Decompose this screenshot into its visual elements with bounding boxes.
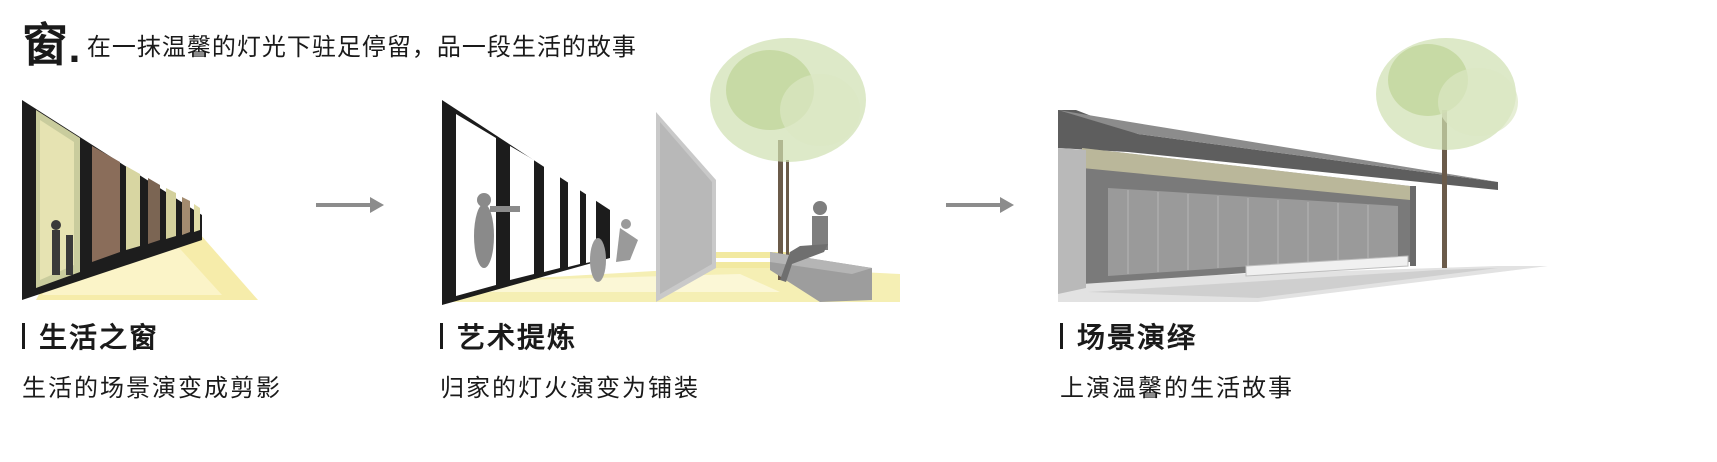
panel-2-image (440, 30, 900, 310)
panel-1-image (22, 100, 262, 305)
arrow-right-icon (946, 197, 1014, 213)
caption-bar (22, 323, 25, 349)
panel-1-heading: 生活之窗 (39, 321, 160, 354)
header-calligraphy-char: 窗 (22, 18, 68, 72)
caption-bar (440, 323, 443, 349)
panel-3-subtitle: 上演温馨的生活故事 (1060, 374, 1294, 402)
panel-2-heading: 艺术提炼 (457, 321, 578, 354)
header-dot: . (68, 31, 81, 71)
panel-3-image (1058, 30, 1548, 305)
panel-2-subtitle: 归家的灯火演变为铺装 (440, 374, 700, 402)
page-header: 窗 . 在一抹温馨的灯光下驻足停留，品一段生活的故事 (22, 18, 637, 68)
arrow-right-icon (316, 197, 384, 213)
caption-bar (1060, 323, 1063, 349)
panel-1-caption: 生活之窗 生活的场景演变成剪影 (22, 316, 282, 403)
panel-1-subtitle: 生活的场景演变成剪影 (22, 374, 282, 402)
panel-3-caption: 场景演绎 上演温馨的生活故事 (1060, 316, 1294, 403)
panel-3-heading: 场景演绎 (1077, 321, 1198, 354)
header-title: 在一抹温馨的灯光下驻足停留，品一段生活的故事 (86, 33, 637, 61)
panel-2-caption: 艺术提炼 归家的灯火演变为铺装 (440, 316, 700, 403)
